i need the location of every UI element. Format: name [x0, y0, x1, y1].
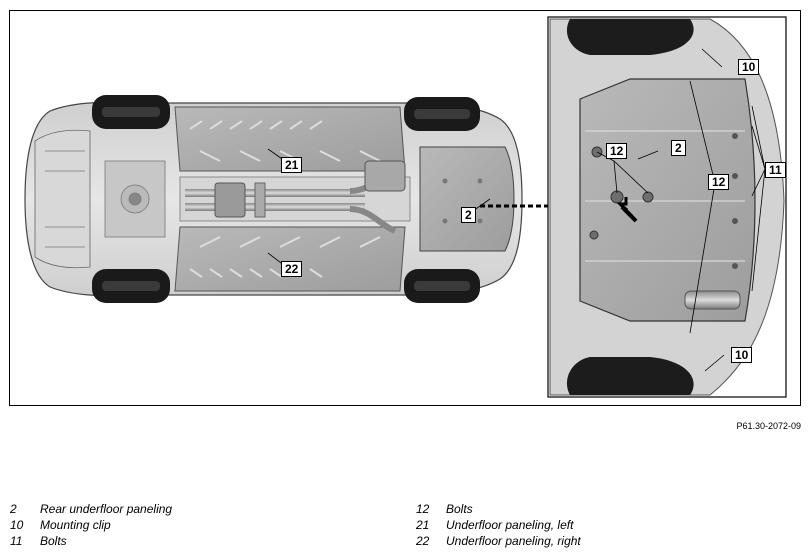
- legend-item: 2 Rear underfloor paneling: [10, 502, 172, 516]
- legend-number: 11: [10, 534, 23, 548]
- legend-item: 10 Mounting clip: [10, 518, 111, 532]
- legend-label: Rear underfloor paneling: [40, 502, 173, 516]
- legend-label: Underfloor paneling, right: [446, 534, 581, 548]
- vehicle-underbody-drawing: [24, 16, 787, 398]
- legend-item: 11 Bolts: [10, 534, 67, 548]
- front-left-wheel: [92, 95, 170, 129]
- callout-22: 22: [281, 261, 303, 277]
- legend-number: 21: [416, 518, 430, 532]
- rear-underfloor-paneling: [419, 146, 515, 252]
- legend-item: 22 Underfloor paneling, right: [416, 534, 581, 548]
- callout-21: 21: [281, 157, 303, 173]
- figure-id: P61.30-2072-09: [736, 421, 801, 431]
- callout-2-main: 2: [461, 207, 476, 223]
- illustration-frame: 21 22 2 2 12 12 10 10 11: [9, 10, 801, 406]
- rear-left-wheel: [404, 97, 480, 131]
- legend-label: Bolts: [40, 534, 67, 548]
- legend-number: 2: [10, 502, 17, 516]
- legend-item: 21 Underfloor paneling, left: [416, 518, 573, 532]
- legend-label: Mounting clip: [40, 518, 111, 532]
- legend-item: 12 Bolts: [416, 502, 473, 516]
- detail-view: [547, 16, 787, 398]
- vehicle-underside: [24, 95, 550, 303]
- legend-number: 12: [416, 502, 430, 516]
- legend-number: 10: [10, 518, 24, 532]
- callout-2-detail: 2: [671, 140, 686, 156]
- callout-12-left: 12: [606, 143, 628, 159]
- rear-underfloor-paneling-detail: [579, 78, 756, 322]
- callout-10-top: 10: [738, 59, 760, 75]
- legend-number: 22: [416, 534, 430, 548]
- callout-10-bottom: 10: [731, 347, 753, 363]
- callout-12-right: 12: [708, 174, 730, 190]
- legend-label: Bolts: [446, 502, 473, 516]
- rear-right-wheel: [404, 269, 480, 303]
- underfloor-paneling-right: [174, 226, 406, 292]
- callout-11: 11: [765, 162, 786, 178]
- front-right-wheel: [92, 269, 170, 303]
- legend-label: Underfloor paneling, left: [446, 518, 574, 532]
